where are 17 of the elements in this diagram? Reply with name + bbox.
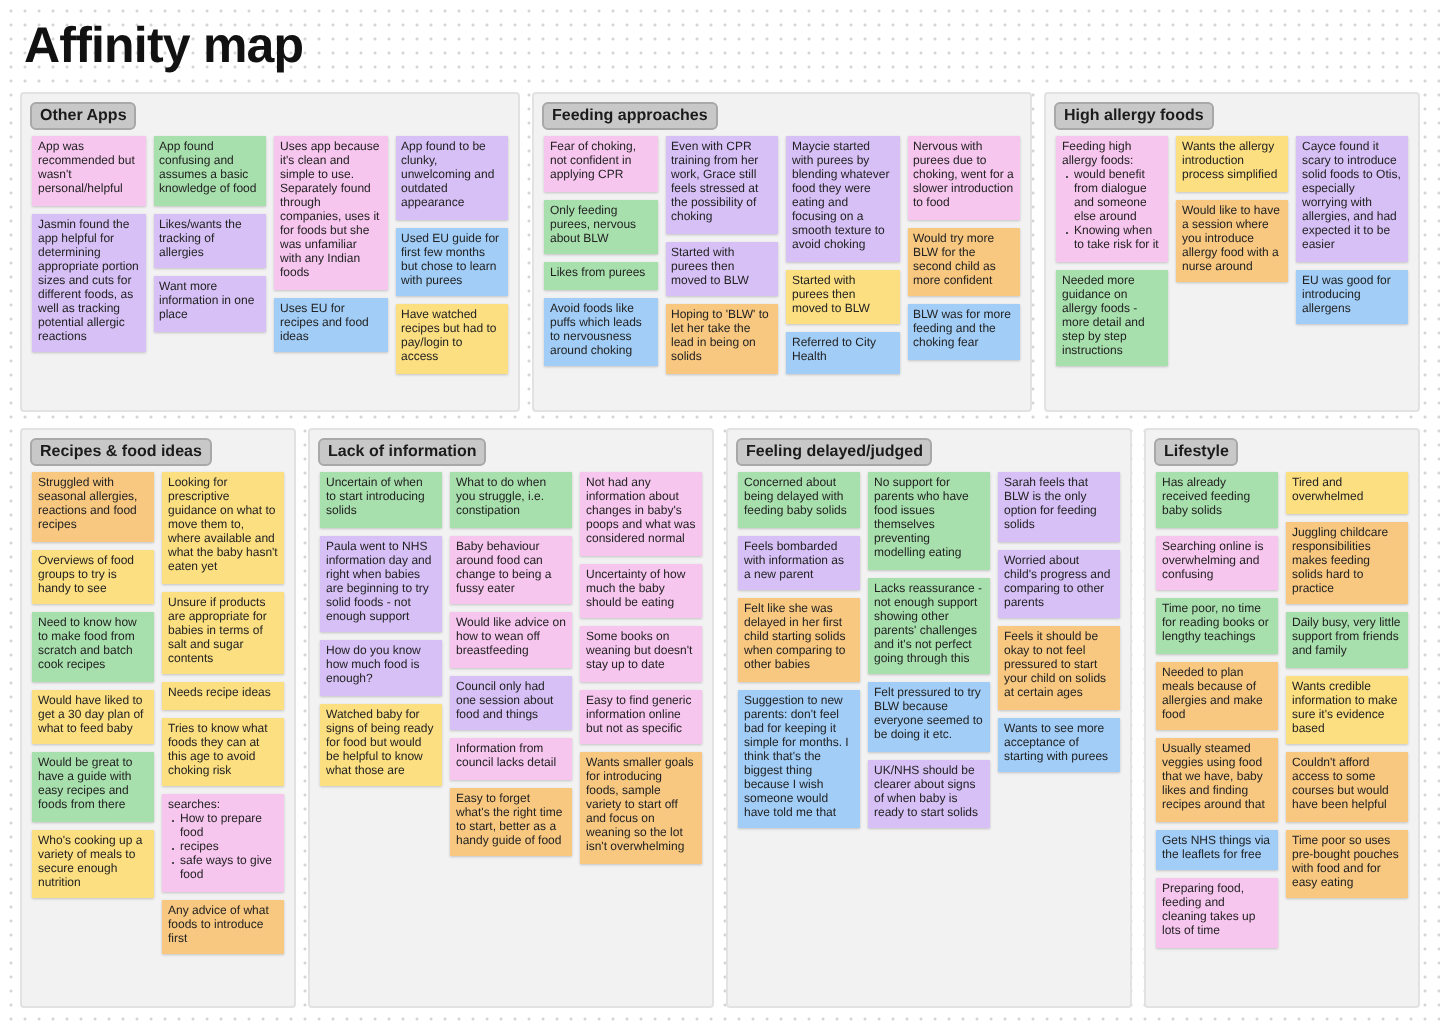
group-heading: Other Apps xyxy=(30,102,137,130)
sticky-note xyxy=(1056,136,1168,261)
group-panel xyxy=(1044,92,1420,412)
group-panel xyxy=(532,92,1032,412)
group-heading: Recipes & food ideas xyxy=(30,438,212,466)
group-panel xyxy=(726,428,1132,1008)
group-heading: Feeling delayed/judged xyxy=(736,438,933,466)
group-panel xyxy=(20,428,296,1008)
group-panel xyxy=(308,428,714,1008)
group-heading: Lifestyle xyxy=(1154,438,1239,466)
group-heading: Lack of information xyxy=(318,438,487,466)
group-panel xyxy=(20,92,520,412)
group-panel xyxy=(1144,428,1420,1008)
group-heading: Feeding approaches xyxy=(542,102,718,130)
sticky-note xyxy=(162,794,284,891)
page-title: Affinity map xyxy=(24,16,304,76)
group-heading: High allergy foods xyxy=(1054,102,1214,130)
